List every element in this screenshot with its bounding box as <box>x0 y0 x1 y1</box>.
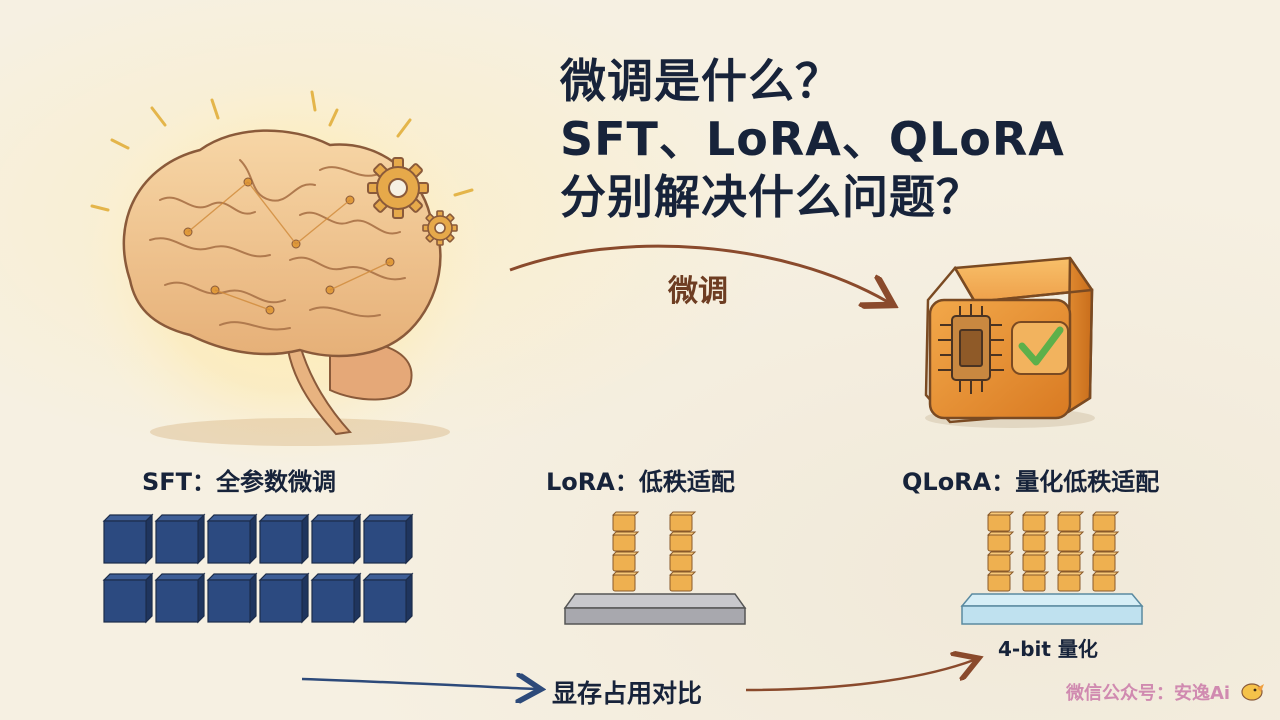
cube-icon <box>986 571 1015 592</box>
brain-icon <box>75 70 495 470</box>
cube-icon <box>362 513 414 565</box>
quantization-note: 4-bit 量化 <box>998 637 1098 661</box>
cube-icon <box>362 572 414 624</box>
cube-icon <box>668 551 697 572</box>
title-line-3: 分别解决什么问题？ <box>560 170 983 224</box>
cube-icon <box>611 531 640 552</box>
cube-icon <box>310 513 362 565</box>
cube-icon <box>310 572 362 624</box>
cube-icon <box>1021 551 1050 572</box>
cube-icon <box>154 572 206 624</box>
cube-icon <box>986 531 1015 552</box>
page-title: 微调是什么？ SFT、LoRA、QLoRA 分别解决什么问题？ <box>560 52 1200 226</box>
sft-cube-grid <box>102 513 414 624</box>
lora-stack <box>563 511 747 625</box>
finetune-label: 微调 <box>668 274 728 309</box>
bird-icon <box>1241 683 1264 701</box>
checkmark-icon <box>1011 321 1069 375</box>
cube-icon <box>1056 511 1085 532</box>
title-line-2: SFT、LoRA、QLoRA <box>560 112 1065 166</box>
cube-icon <box>206 572 258 624</box>
cube-icon <box>611 511 640 532</box>
cube-icon <box>258 513 310 565</box>
cube-icon <box>611 571 640 592</box>
cube-icon <box>1091 531 1120 552</box>
title-line-1: 微调是什么？ <box>560 54 842 108</box>
qlora-label: QLoRA：量化低秩适配 <box>902 468 1160 496</box>
cube-icon <box>611 551 640 572</box>
gear-icon <box>367 157 429 219</box>
cube-icon <box>986 551 1015 572</box>
cube-icon <box>154 513 206 565</box>
memory-arrow-left <box>301 679 536 689</box>
cube-icon <box>206 513 258 565</box>
cube-icon <box>1091 551 1120 572</box>
cube-icon <box>1056 571 1085 592</box>
watermark: 微信公众号：安逸Ai <box>1066 683 1231 704</box>
cube-icon <box>1091 511 1120 532</box>
cube-icon <box>1021 531 1050 552</box>
finetune-arrow <box>509 244 888 302</box>
cube-icon <box>1021 511 1050 532</box>
qlora-stack <box>960 511 1144 625</box>
cube-icon <box>1056 531 1085 552</box>
cube-icon <box>668 531 697 552</box>
cube-icon <box>102 513 154 565</box>
sft-label: SFT：全参数微调 <box>142 468 337 496</box>
cube-icon <box>102 572 154 624</box>
cube-icon <box>258 572 310 624</box>
chip-cube-icon <box>924 256 1095 428</box>
lora-label: LoRA：低秩适配 <box>546 468 735 496</box>
gear-icon <box>422 210 458 246</box>
cube-icon <box>1021 571 1050 592</box>
cube-icon <box>668 571 697 592</box>
cube-icon <box>1056 551 1085 572</box>
memory-comparison-label: 显存占用对比 <box>552 679 703 708</box>
memory-arrow-right <box>745 660 974 692</box>
cube-icon <box>986 511 1015 532</box>
cube-icon <box>668 511 697 532</box>
cube-icon <box>1091 571 1120 592</box>
